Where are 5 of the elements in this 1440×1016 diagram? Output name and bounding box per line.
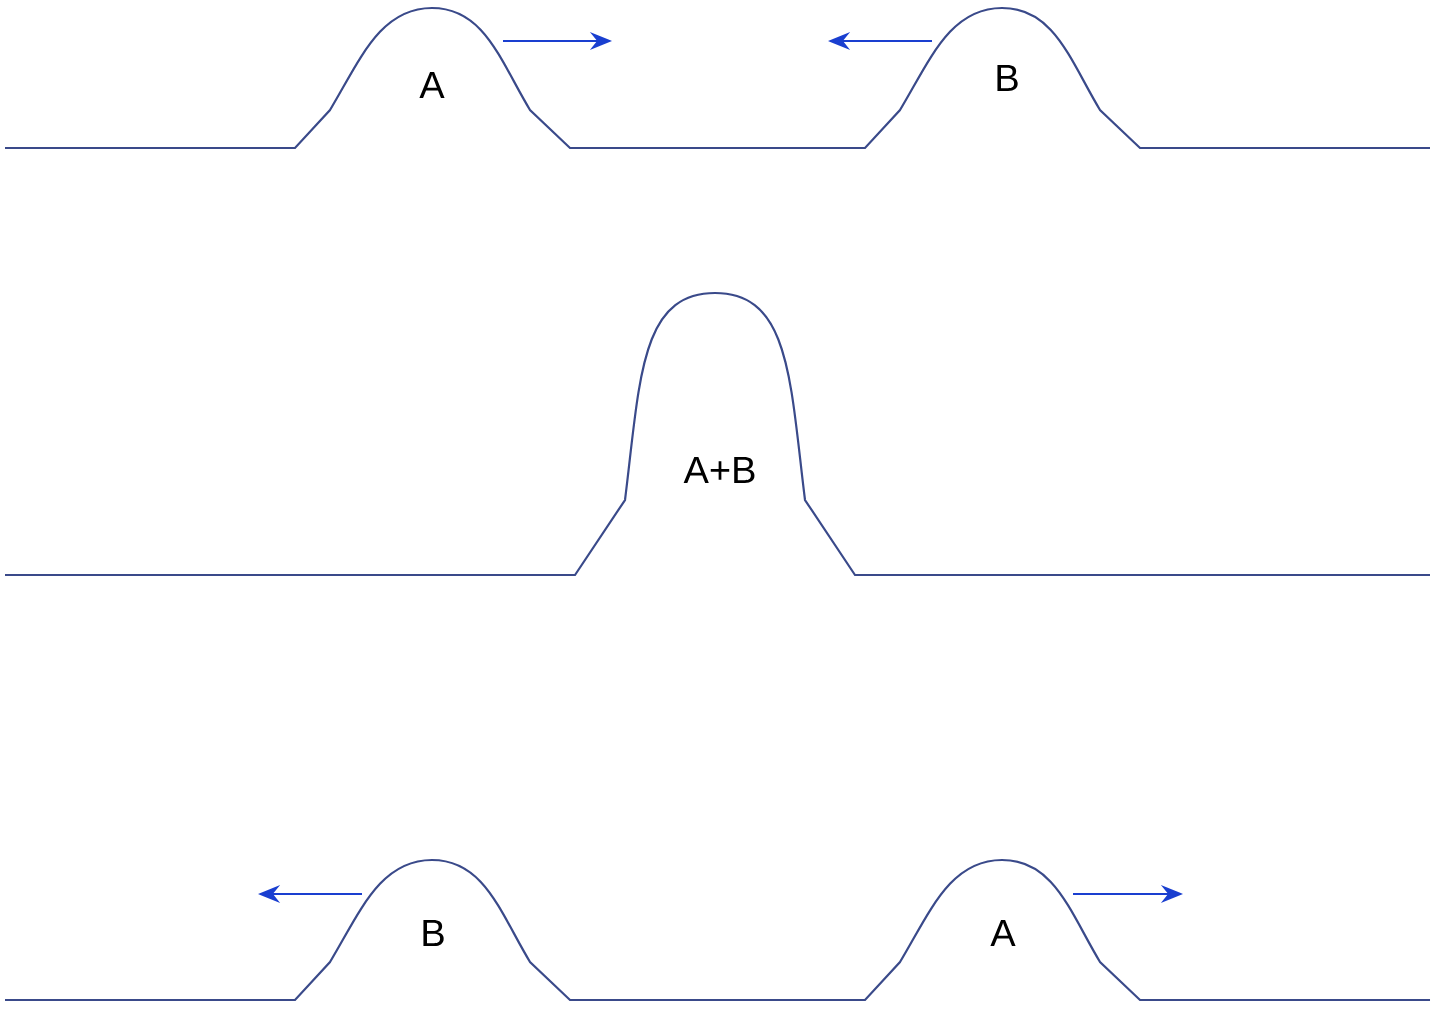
pulse-label: B [423, 919, 444, 947]
pulse-label: A [990, 919, 1016, 947]
pulse-label: B [997, 64, 1018, 92]
pulse-label: A [419, 71, 445, 99]
pulse-label: A+B [683, 456, 755, 484]
